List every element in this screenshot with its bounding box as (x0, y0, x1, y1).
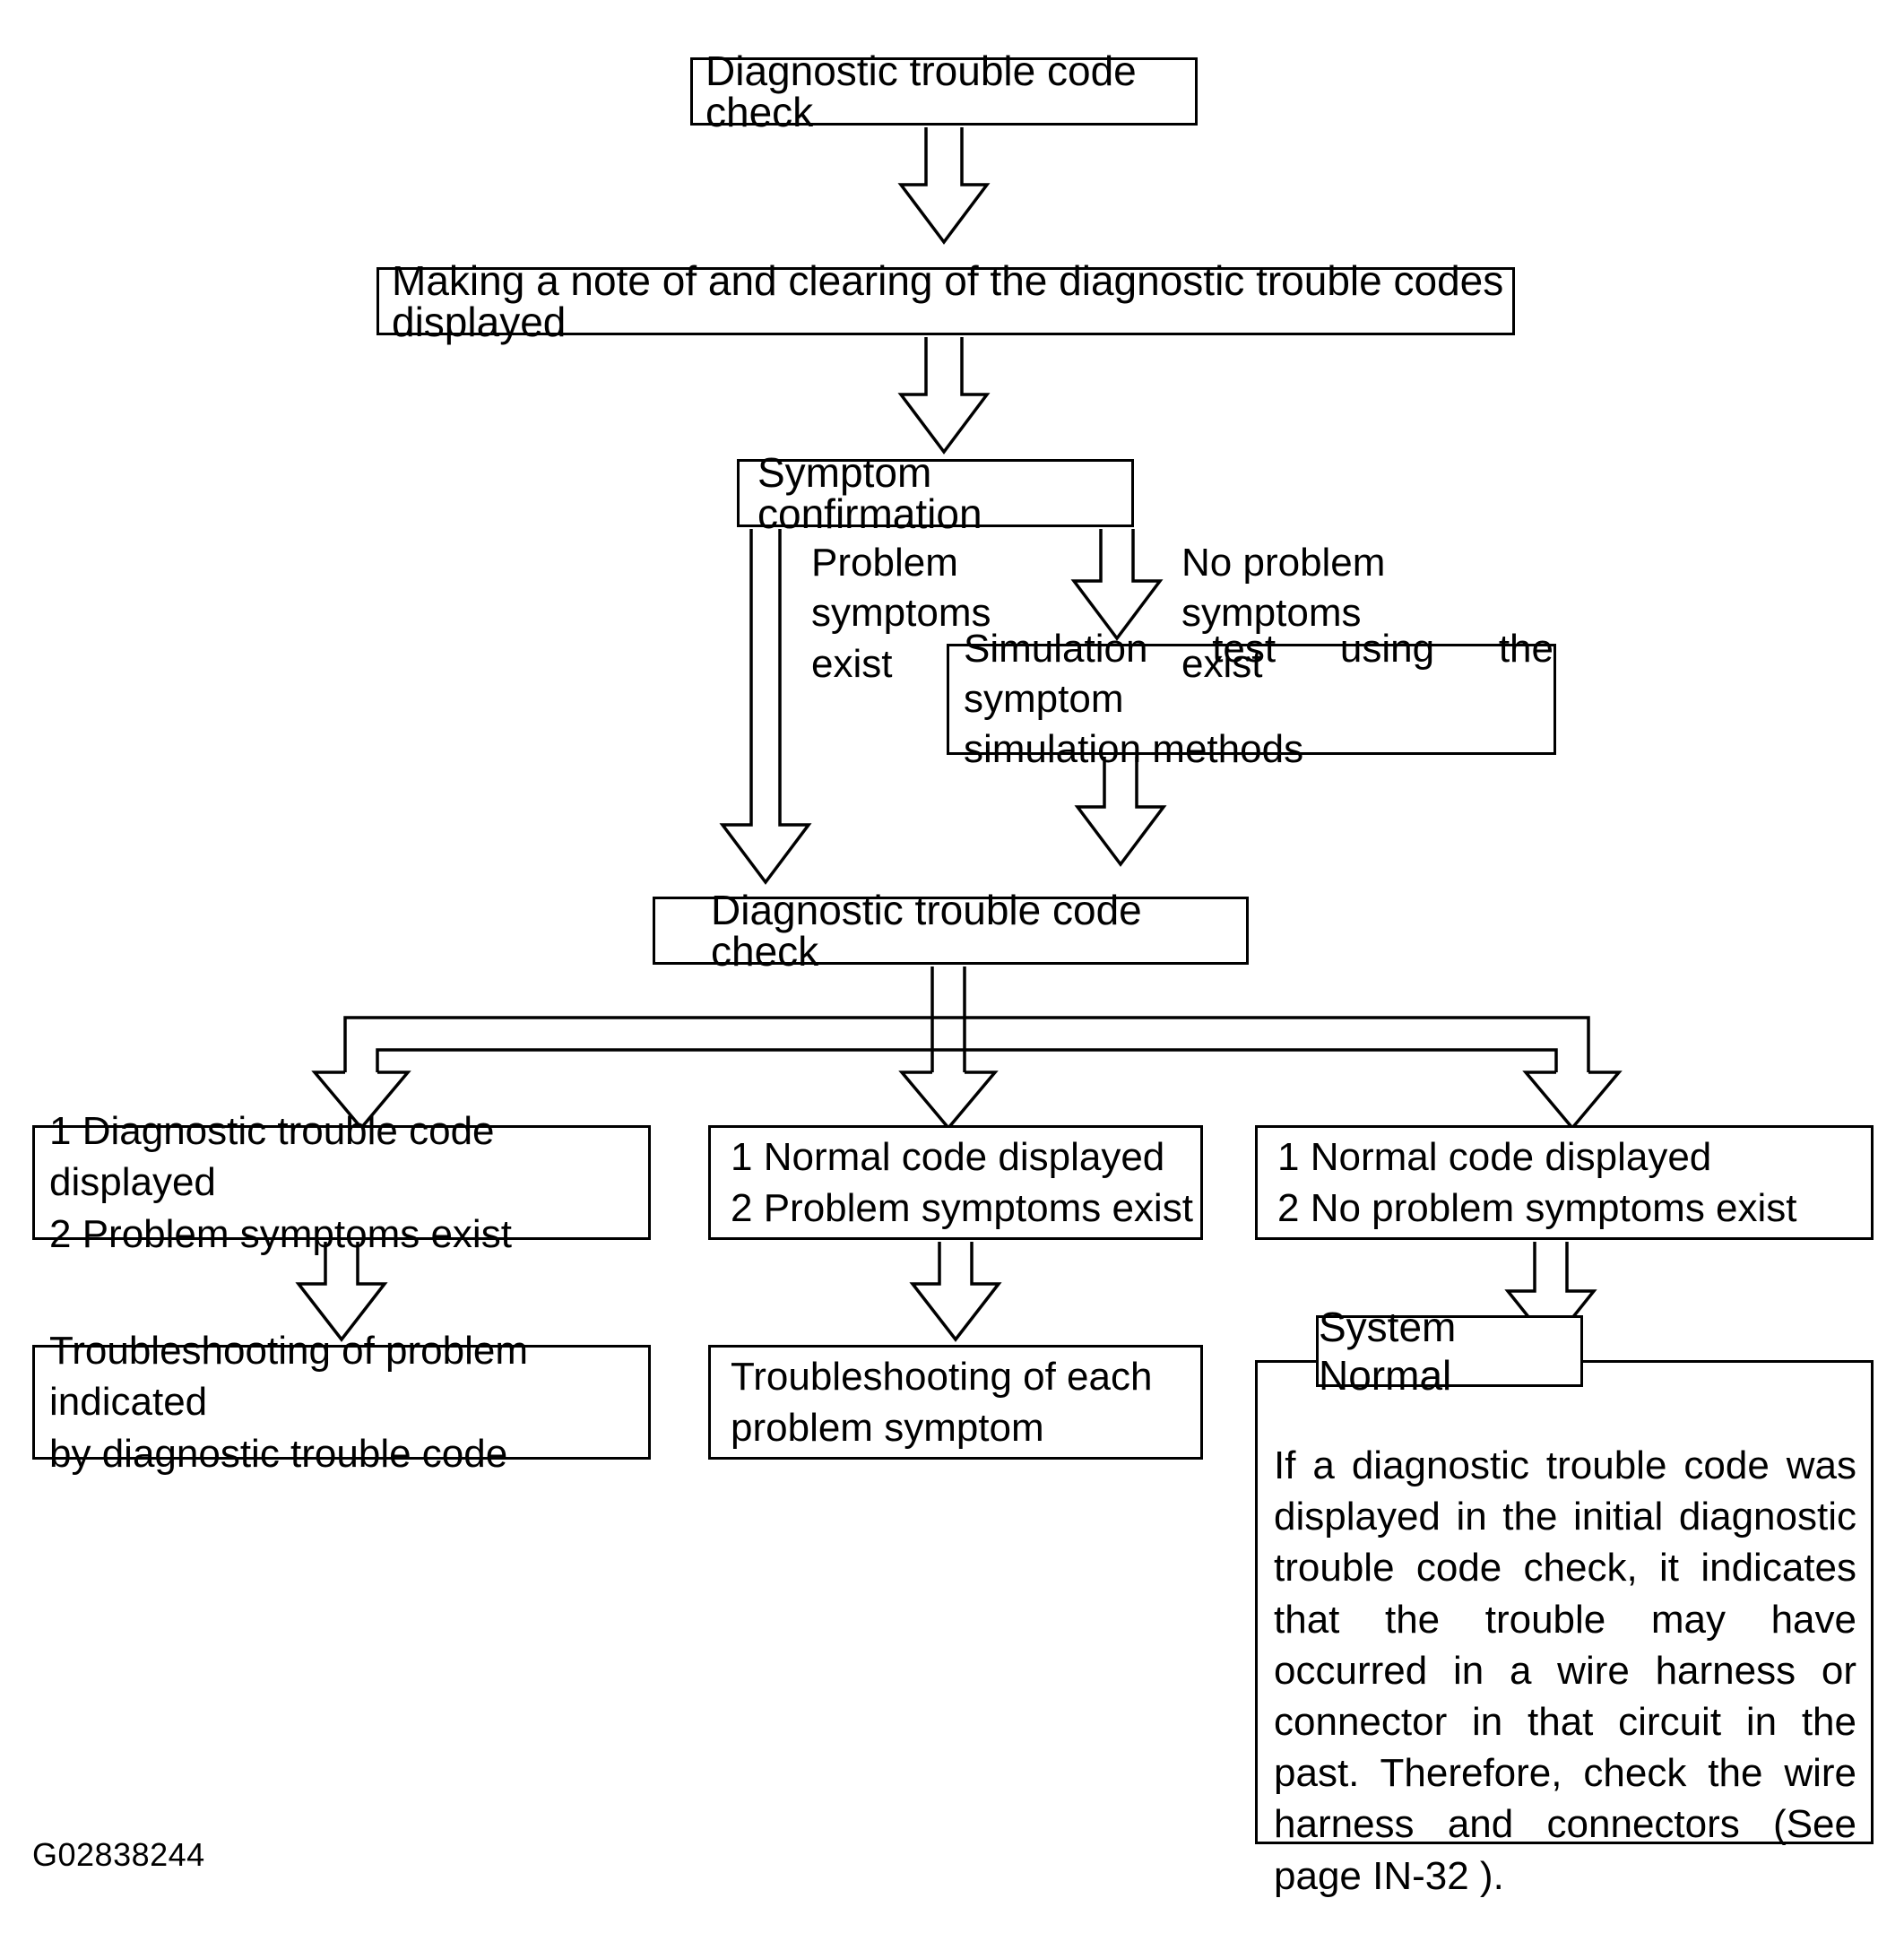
node-label: Diagnostic trouble code check (711, 887, 1142, 975)
node-label: Diagnostic trouble code check (705, 48, 1137, 135)
arrow-problem-symptoms-long (719, 529, 812, 885)
node-label: 1 Normal code displayed 2 Problem sympto… (731, 1134, 1193, 1230)
node-label: Troubleshooting of problem indicated by … (49, 1329, 529, 1476)
arrow-start-to-note (897, 127, 991, 245)
node-branch-normal-code-problem-exists: 1 Normal code displayed 2 Problem sympto… (708, 1125, 1203, 1240)
arrow-note-to-symptom-outline (897, 337, 991, 455)
edge-label-problem-symptoms-exist: Problem symptoms exist (811, 541, 991, 686)
node-label: Simulation test using the symptom simula… (964, 626, 1553, 772)
node-label: 1 Diagnostic trouble code displayed 2 Pr… (49, 1109, 512, 1256)
node-branch-normal-code-no-problem: 1 Normal code displayed 2 No problem sym… (1255, 1125, 1874, 1240)
figure-id-label: G02838244 (32, 1836, 205, 1873)
node-system-normal-panel: If a diagnostic trouble code was display… (1255, 1360, 1874, 1898)
node-result-troubleshooting-each-symptom: Troubleshooting of each problem symptom (708, 1345, 1203, 1460)
split-bus (343, 966, 934, 1072)
node-symptom-confirmation: Symptom confirmation (737, 452, 1134, 534)
split-bus-right-inner (965, 1048, 1558, 1072)
node-label: Symptom confirmation (757, 449, 982, 537)
node-simulation-test: Simulation test using the symptom simula… (947, 627, 1556, 771)
node-branch-dtc-displayed-problem-exists: 1 Diagnostic trouble code displayed 2 Pr… (32, 1109, 651, 1256)
node-diagnostic-trouble-code-check-start: Diagnostic trouble code check (690, 50, 1198, 133)
arrowhead-branch-2 (898, 1071, 999, 1131)
system-normal-title-label: System Normal (1319, 1304, 1457, 1399)
node-result-troubleshooting-by-dtc: Troubleshooting of problem indicated by … (32, 1329, 651, 1476)
arrow-branch2-to-result2 (909, 1242, 1002, 1342)
node-making-note-clearing-codes: Making a note of and clearing of the dia… (376, 260, 1515, 342)
system-normal-body-text: If a diagnostic trouble code was display… (1274, 1443, 1856, 1898)
system-normal-title-tab: System Normal (1316, 1304, 1583, 1399)
node-diagnostic-trouble-code-check-second: Diagnostic trouble code check (653, 889, 1249, 972)
split-bus-inner (376, 966, 966, 1072)
node-label: Troubleshooting of each problem symptom (731, 1354, 1153, 1450)
arrowhead-branch-3 (1522, 1071, 1623, 1131)
arrow-note-to-symptom (901, 337, 987, 452)
split-bus-right (932, 1016, 1590, 1072)
node-label: Making a note of and clearing of the dia… (392, 257, 1504, 345)
edge-label-no-problem-symptoms-exist: No problem symptoms exist (1181, 541, 1386, 686)
node-label: 1 Normal code displayed 2 No problem sym… (1277, 1134, 1797, 1230)
